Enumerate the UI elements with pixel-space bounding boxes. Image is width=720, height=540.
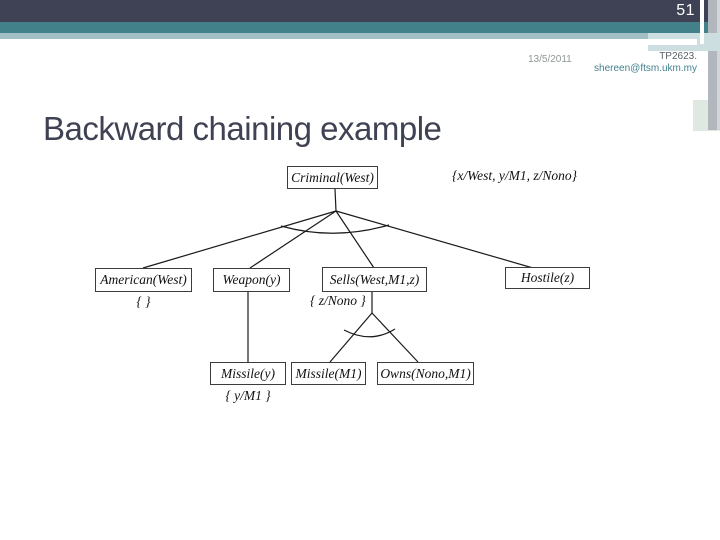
teal-bar <box>0 22 720 33</box>
substitution-american: { } <box>136 294 151 309</box>
right-gray-stripe <box>708 0 717 130</box>
page-title: Backward chaining example <box>43 110 442 147</box>
node-hostile-z: Hostile(z) <box>505 267 590 289</box>
author-email: shereen@ftsm.ukm.my <box>594 63 697 74</box>
right-light-stripe <box>717 0 720 130</box>
node-american-west: American(West) <box>95 268 192 292</box>
substitution-missile-y: { y/M1 } <box>225 388 271 403</box>
slide-number: 51 <box>676 2 695 19</box>
node-missile-y: Missile(y) <box>210 362 286 385</box>
node-sells-west-m1-z: Sells(West,M1,z) <box>322 267 427 292</box>
node-missile-m1: Missile(M1) <box>291 362 366 385</box>
white-stripe <box>0 39 697 45</box>
node-criminal-west: Criminal(West) <box>287 166 378 189</box>
light-blue-stripe <box>0 33 690 39</box>
slide-date: 13/5/2011 <box>528 54 572 65</box>
node-weapon-y: Weapon(y) <box>213 268 290 292</box>
dark-header-bar <box>0 0 708 22</box>
substitution-root: {x/West, y/M1, z/Nono} <box>452 168 578 183</box>
footer-right: TP2623. shereen@ftsm.ukm.my <box>594 51 697 75</box>
substitution-sells: { z/Nono } <box>310 293 366 308</box>
node-owns-nono-m1: Owns(Nono,M1) <box>377 362 474 385</box>
right-white-stripe <box>700 0 704 44</box>
course-code: TP2623. <box>659 51 697 62</box>
